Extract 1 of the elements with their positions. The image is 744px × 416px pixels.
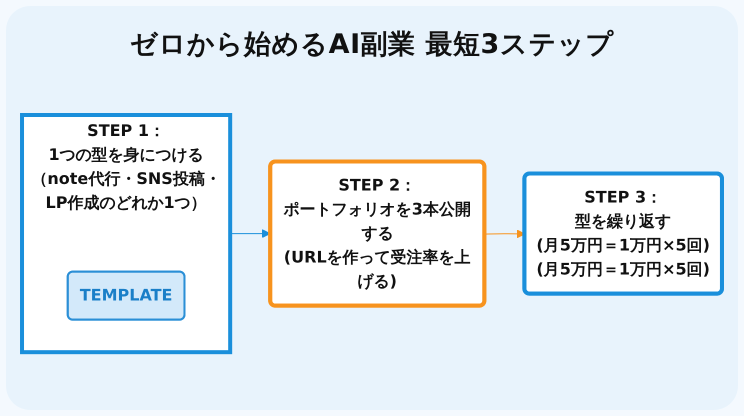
- title: ゼロから始めるAI副業 最短3ステップ: [130, 28, 614, 62]
